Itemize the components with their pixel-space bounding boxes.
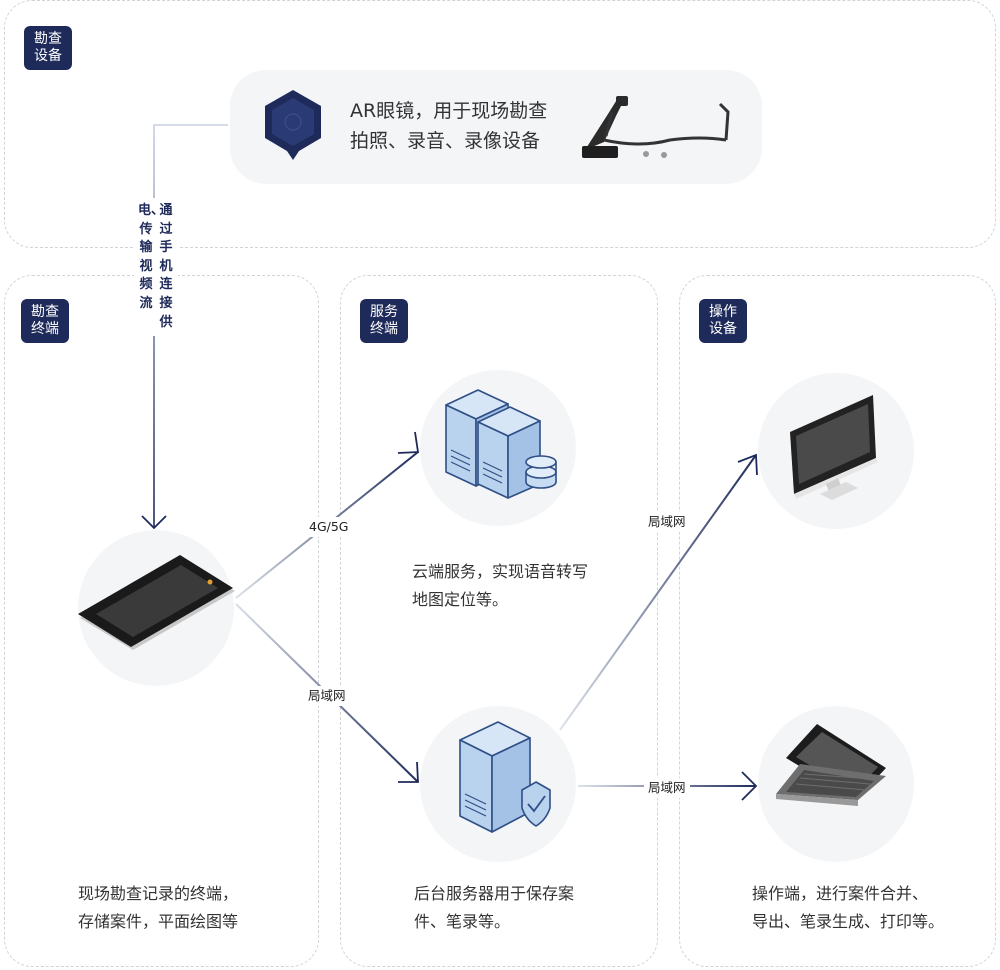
operator-description: 操作端，进行案件合并、 导出、笔录生成、打印等。 — [752, 884, 945, 931]
label-lan-server-desktop: 局域网 — [644, 512, 690, 532]
connection-description: 电、传输视频流 通过手机连接供 — [134, 198, 178, 337]
backend-description: 后台服务器用于保存案 件、笔录等。 — [414, 884, 575, 931]
ar-glasses-description: AR眼镜，用于现场勘查 拍照、录音、录像设备 — [350, 100, 548, 152]
tablet-description: 现场勘查记录的终端， 存储案件，平面绘图等 — [78, 884, 239, 931]
cloud-description: 云端服务，实现语音转写 地图定位等。 — [412, 562, 589, 609]
label-lan-tablet-server: 局域网 — [304, 686, 350, 706]
section-service-terminal — [340, 275, 658, 967]
section-survey-device — [4, 0, 996, 248]
badge-survey-terminal: 勘查 终端 — [21, 299, 69, 343]
badge-service-terminal: 服务 终端 — [360, 299, 408, 343]
badge-survey-device: 勘查 设备 — [24, 26, 72, 70]
connection-text-col1: 电、传输视频流 — [138, 203, 165, 311]
label-4g5g: 4G/5G — [305, 517, 353, 537]
badge-operation-device: 操作 设备 — [699, 299, 747, 343]
connection-text-col2: 通过手机连接供 — [159, 203, 173, 330]
section-operation-device — [679, 275, 996, 967]
label-lan-server-laptop: 局域网 — [644, 778, 690, 798]
